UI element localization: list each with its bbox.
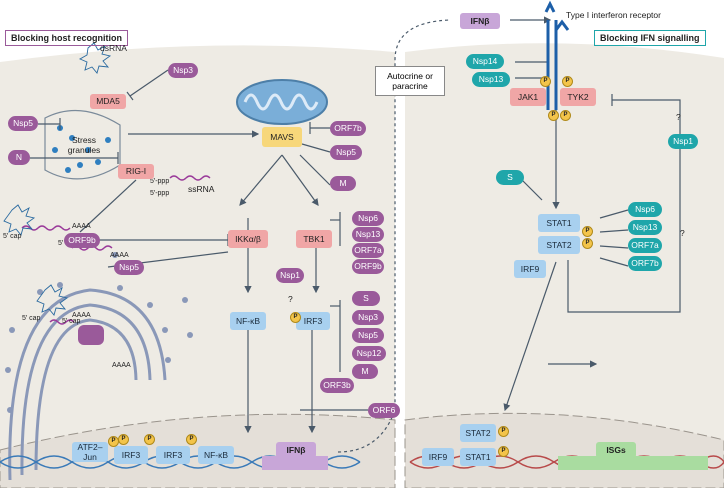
tbk1-node: TBK1	[296, 230, 332, 248]
viral-nsp6: Nsp6	[628, 202, 662, 217]
viral-nsp13: Nsp13	[628, 220, 662, 235]
viral-orf7a: ORF7a	[628, 238, 662, 253]
viral-nsp5: Nsp5	[330, 145, 362, 160]
viral-orf9b: ORF9b	[352, 259, 384, 274]
phospho-mark: P	[582, 226, 593, 237]
isg-gene-region	[558, 456, 708, 470]
stat1-node: STAT1	[538, 214, 580, 232]
phospho-mark: P	[548, 110, 559, 121]
mavs-node: MAVS	[262, 127, 302, 147]
viral-nsp14: Nsp14	[466, 54, 504, 69]
question-mark-2: ?	[676, 112, 681, 122]
cap-label-1: 5′ cap	[3, 233, 22, 240]
phospho-mark: P	[582, 238, 593, 249]
irf3-dna-factor-2: IRF3	[156, 446, 190, 464]
ssrna-label: ssRNA	[188, 184, 215, 194]
question-mark-1: ?	[288, 294, 293, 304]
aaaa-label-3: AAAA	[72, 312, 91, 319]
right-panel-title: Blocking IFN signalling	[594, 30, 706, 46]
atf2-jun-factor: ATF2–Jun	[72, 442, 108, 462]
phospho-mark: P	[498, 426, 509, 437]
viral-orf3b: ORF3b	[320, 378, 354, 393]
mda5-node: MDA5	[90, 94, 126, 109]
viral-nsp5: Nsp5	[114, 260, 144, 275]
phospho-mark: P	[186, 434, 197, 445]
phospho-mark: P	[560, 110, 571, 121]
tyk2-node: TYK2	[560, 88, 596, 106]
ppp-label-2: 5′-ppp	[150, 190, 170, 197]
viral-orf7b: ORF7b	[628, 256, 662, 271]
viral-orf6: ORF6	[368, 403, 400, 418]
nfkb-node: NF-κB	[230, 312, 266, 330]
irf3-dna-factor-1: IRF3	[114, 446, 148, 464]
viral-nsp1: Nsp1	[276, 268, 304, 283]
neighbour-cell	[405, 43, 724, 488]
viral-nsp3: Nsp3	[352, 310, 384, 325]
viral-nsp13: Nsp13	[472, 72, 510, 87]
viral-m: M	[352, 364, 378, 379]
irf9-node: IRF9	[514, 260, 546, 278]
stat2-node: STAT2	[538, 236, 580, 254]
phospho-mark: P	[540, 76, 551, 87]
irf3-node: IRF3	[296, 312, 330, 330]
viral-nsp5: Nsp5	[8, 116, 38, 131]
ifnb-gene-region	[262, 456, 328, 470]
viral-nsp5: Nsp5	[352, 328, 384, 343]
aaaa-label-1: AAAA	[72, 223, 91, 230]
cap-label-4: 5′ cap	[62, 318, 81, 325]
viral-s: S	[352, 291, 380, 306]
viral-m: M	[330, 176, 356, 191]
viral-orf7b: ORF7b	[330, 121, 366, 136]
stress-granules-label: Stress granules	[67, 135, 101, 155]
receptor-label: Type I interferon receptor	[566, 10, 661, 20]
phospho-mark: P	[498, 446, 509, 457]
ifnb-gene-label: IFNβ	[276, 442, 316, 458]
host-cell	[0, 45, 395, 488]
autocrine-label: Autocrine or paracrine	[375, 66, 445, 96]
viral-nsp3: Nsp3	[168, 63, 198, 78]
viral-orf7a: ORF7a	[352, 243, 384, 258]
question-mark-3: ?	[680, 228, 685, 238]
viral-nsp13: Nsp13	[352, 227, 384, 242]
viral-orf9b: ORF9b	[64, 233, 100, 248]
phospho-mark: P	[290, 312, 301, 323]
isgs-label: ISGs	[596, 442, 636, 458]
ikk-node: IKKα/β	[228, 230, 268, 248]
viral-nsp12: Nsp12	[352, 346, 386, 361]
irf9-dna-factor: IRF9	[422, 448, 454, 466]
ppp-label-1: 5′-ppp	[150, 178, 170, 185]
nfkb-dna-factor: NF-κB	[198, 446, 234, 464]
stat2-dna-factor: STAT2	[460, 424, 496, 442]
dsrna-label: dsRNA	[100, 43, 127, 53]
viral-nsp1: Nsp1	[668, 134, 698, 149]
viral-n: N	[8, 150, 30, 165]
aaaa-label-2: AAAA	[110, 252, 129, 259]
phospho-mark: P	[562, 76, 573, 87]
rigi-node: RIG-I	[118, 164, 154, 179]
cap-label-3: 5′ cap	[22, 315, 41, 322]
stat1-dna-factor: STAT1	[460, 448, 496, 466]
phospho-mark: P	[118, 434, 129, 445]
left-panel-title: Blocking host recognition	[5, 30, 129, 46]
viral-nsp6: Nsp6	[352, 211, 384, 226]
ifnb-ligand: IFNβ	[460, 13, 500, 29]
aaaa-label-4: AAAA	[112, 362, 131, 369]
phospho-mark: P	[144, 434, 155, 445]
jak1-node: JAK1	[510, 88, 546, 106]
viral-s: S	[496, 170, 524, 185]
